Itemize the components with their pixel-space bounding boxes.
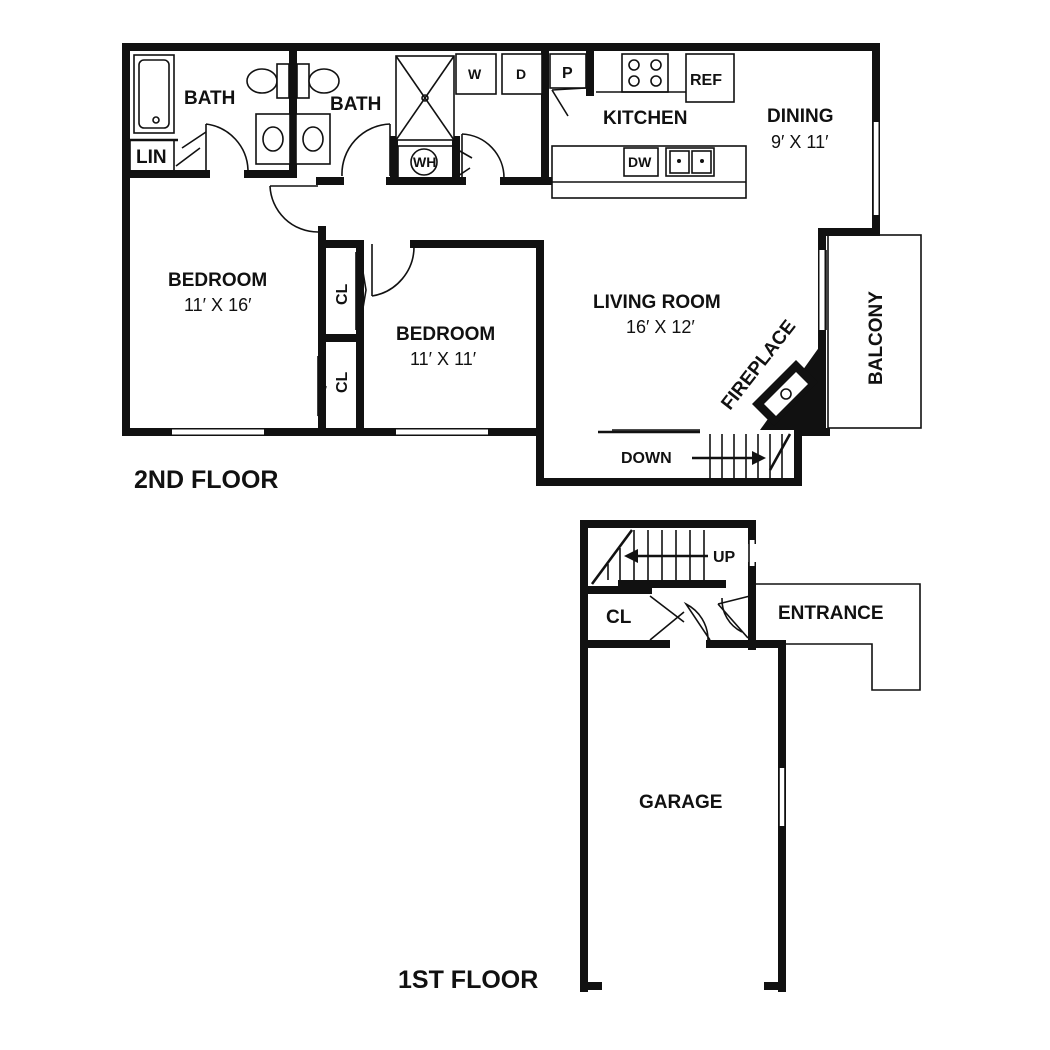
burner — [628, 75, 640, 87]
room-label-closet: CL — [334, 371, 351, 393]
stairs-up — [590, 529, 708, 585]
bathtub — [133, 54, 175, 134]
toilet-icon — [308, 68, 340, 94]
sink-basin — [302, 126, 324, 152]
room-label-living-room: LIVING ROOM — [593, 292, 721, 313]
closet-door — [355, 252, 367, 330]
door-swing — [371, 244, 415, 297]
room-size-living-room: 16′ X 12′ — [626, 317, 695, 337]
room-label-dining: DINING — [767, 106, 834, 127]
closet-door — [317, 352, 327, 420]
door-swing — [551, 87, 587, 117]
toilet-icon — [246, 68, 278, 94]
room-label-closet: CL — [334, 283, 351, 305]
entrance-outline — [752, 583, 921, 691]
room-label-bedroom: BEDROOM — [168, 270, 267, 291]
door-swing — [461, 133, 505, 179]
water-heater-icon — [410, 148, 438, 176]
door-swing — [341, 123, 391, 177]
appliance-label-washer: W — [468, 66, 482, 82]
washer-icon — [455, 53, 497, 95]
fireplace-firebox — [764, 372, 808, 416]
sink-drain — [677, 159, 681, 163]
range-icon — [621, 53, 669, 93]
appliance-label-water-heater: WH — [413, 154, 436, 170]
room-label-kitchen: KITCHEN — [603, 108, 687, 129]
room-size-bedroom: 11′ X 11′ — [410, 349, 477, 369]
stairs-label-up: UP — [713, 549, 736, 566]
room-label-bath: BATH — [184, 88, 235, 109]
room-size-dining: 9′ X 11′ — [771, 132, 829, 152]
dryer-icon — [501, 53, 543, 95]
shower-line — [395, 55, 455, 141]
refrigerator-icon — [685, 53, 735, 103]
dishwasher-icon — [623, 147, 659, 177]
burner — [650, 75, 662, 87]
closet-door — [649, 595, 685, 641]
door-swing — [175, 131, 207, 167]
stairs-down — [692, 433, 792, 480]
door-swing — [721, 597, 743, 633]
sink-basin — [691, 150, 712, 174]
room-label-bath: BATH — [330, 94, 381, 115]
stair-rail — [590, 529, 634, 585]
arrow-head — [752, 451, 766, 465]
room-label-garage: GARAGE — [639, 792, 722, 813]
fireplace-icon — [752, 346, 820, 430]
sink-basin — [262, 126, 284, 152]
room-label-pantry: P — [562, 65, 573, 82]
fireplace-log — [780, 388, 792, 400]
room-label-entrance: ENTRANCE — [778, 603, 884, 624]
sink-icon — [255, 113, 291, 165]
door-swing — [205, 123, 249, 172]
second-floor: BATH BATH LIN W D P REF KITCHEN DW WH DI… — [122, 43, 922, 494]
door-swing — [269, 185, 319, 233]
room-label-balcony: BALCONY — [866, 291, 887, 385]
burner — [628, 59, 640, 71]
room-label-bedroom: BEDROOM — [396, 324, 495, 345]
appliance-label-refrigerator: REF — [690, 72, 722, 89]
arrow-head — [624, 549, 638, 563]
exterior-wall — [122, 43, 880, 436]
shower-drain — [421, 94, 429, 102]
burner — [650, 59, 662, 71]
exterior-wall — [706, 640, 786, 992]
tub-drain — [152, 116, 160, 124]
stairs-label-down: DOWN — [621, 450, 672, 467]
sink-icon — [295, 113, 331, 165]
appliance-label-dishwasher: DW — [628, 154, 652, 170]
room-size-bedroom: 11′ X 16′ — [184, 295, 252, 315]
stair-rail — [768, 433, 792, 471]
wall — [410, 240, 544, 436]
exterior-wall — [580, 520, 756, 992]
water-heater-box — [397, 145, 455, 179]
sink-drain — [700, 159, 704, 163]
bathtub-basin — [138, 59, 170, 129]
room-label-linen: LIN — [136, 147, 167, 168]
toilet-tank — [296, 63, 310, 99]
toilet-tank — [276, 63, 290, 99]
appliance-label-dryer: D — [516, 66, 526, 82]
stair-bump-wall — [536, 428, 802, 486]
kitchen-sink-icon — [665, 147, 715, 177]
sink-basin — [669, 150, 690, 174]
room-label-closet: CL — [606, 607, 632, 628]
floor-label-second: 2ND FLOOR — [134, 466, 278, 494]
door-swing — [457, 149, 473, 177]
floor-label-first: 1ST FLOOR — [398, 966, 538, 994]
first-floor: UP CL ENTRANCE GARAGE 1ST FLOOR — [398, 520, 921, 994]
door-swing — [683, 601, 711, 641]
